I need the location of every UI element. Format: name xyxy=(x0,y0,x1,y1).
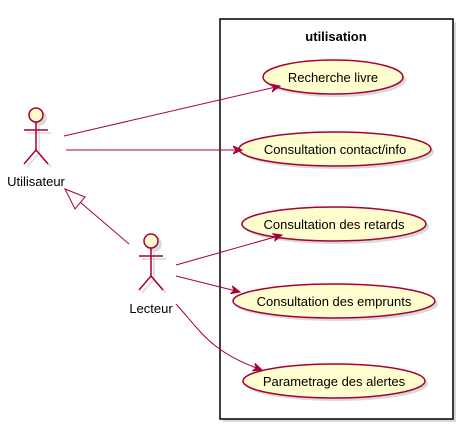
usecase-label: Recherche livre xyxy=(288,70,378,85)
usecase-parametrage-des-alertes[interactable]: Parametrage des alertes xyxy=(242,363,428,401)
actor-utilisateur[interactable]: Utilisateur xyxy=(7,107,66,189)
usecase-ellipse xyxy=(241,206,427,242)
actor-lecteur[interactable]: Lecteur xyxy=(129,233,173,316)
association-lecteur-parametrage-alertes xyxy=(175,303,262,370)
association-lecteur-consultation-emprunts xyxy=(175,275,240,292)
usecase-recherche-livre[interactable]: Recherche livre xyxy=(262,59,406,97)
generalization-lecteur-utilisateur xyxy=(63,188,130,245)
usecase-ellipse xyxy=(262,59,404,95)
usecase-ellipse xyxy=(242,363,426,399)
usecase-consultation-contact-info[interactable]: Consultation contact/info xyxy=(238,131,434,169)
associations xyxy=(63,86,282,370)
generalization-line xyxy=(79,201,130,245)
usecase-label: Parametrage des alertes xyxy=(263,374,406,389)
association-utilisateur-recherche-livre xyxy=(63,86,280,137)
usecase-label: Consultation contact/info xyxy=(264,142,406,157)
stick-figure-icon xyxy=(138,233,164,291)
system-title: utilisation xyxy=(305,29,366,44)
usecase-label: Consultation des emprunts xyxy=(257,294,412,309)
generalization-arrowhead-icon xyxy=(63,188,86,210)
association-lecteur-consultation-retards xyxy=(175,235,282,266)
usecase-label: Consultation des retards xyxy=(264,217,405,232)
usecase-consultation-des-emprunts[interactable]: Consultation des emprunts xyxy=(232,283,438,321)
stick-figure-icon xyxy=(23,107,49,165)
usecase-ellipse xyxy=(232,283,436,319)
usecase-consultation-des-retards[interactable]: Consultation des retards xyxy=(241,206,429,244)
actor-label: Utilisateur xyxy=(7,174,65,189)
actor-label: Lecteur xyxy=(129,301,173,316)
